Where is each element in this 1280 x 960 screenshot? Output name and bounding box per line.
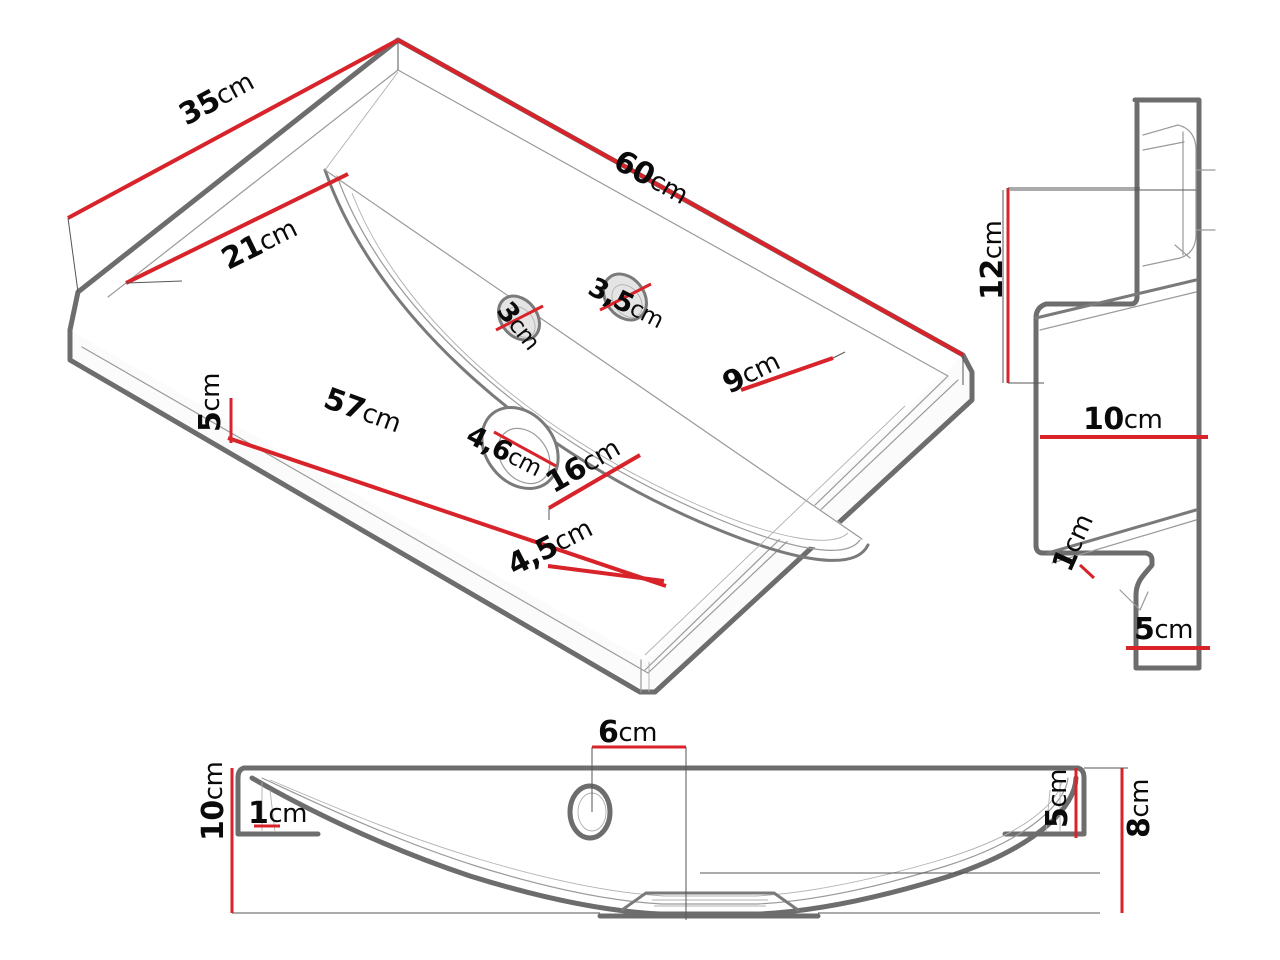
- front-right-rim-detail-2: [1045, 789, 1051, 833]
- dim-label-6cm: 6cm: [598, 715, 657, 750]
- dim-line-21cm: [125, 172, 349, 285]
- dim-line-1cm-side: [1078, 563, 1096, 580]
- dim-line-9cm: [740, 356, 834, 392]
- dim-line-45cm: [547, 564, 665, 583]
- dim-label-12cm: 12cm: [975, 221, 1010, 300]
- front-left-rim-block: [235, 765, 321, 837]
- side-lip-line-2: [1051, 519, 1197, 564]
- ext-line-35cm-a: [67, 217, 79, 293]
- dim-line-46cm: [493, 430, 557, 468]
- iso-basin-rim-inner: [336, 175, 861, 551]
- dim-line-60cm: [397, 38, 964, 357]
- side-lip-line: [1046, 508, 1198, 555]
- iso-slab-front-left-face: [70, 330, 645, 690]
- dim-label-5cm-side: 5cm: [1134, 612, 1193, 647]
- iso-slab-left-chamfer: [70, 290, 120, 352]
- dim-line-3cm: [495, 304, 544, 332]
- front-tap-hole: [567, 783, 613, 841]
- front-basin-curve-hair: [269, 779, 1063, 897]
- side-basin-slope-top-2: [1039, 291, 1197, 331]
- dim-label-1cm-side: 1cm: [1045, 509, 1101, 577]
- front-elevation-view: 6cm 10cm 1cm 5cm 8cm: [196, 715, 1157, 920]
- side-lip-chamfer: [1119, 589, 1149, 611]
- iso-slab-outline: [67, 37, 975, 695]
- dim-line-35cm-hole: [599, 282, 652, 312]
- iso-basin-rim-outer: [323, 168, 870, 562]
- ext-line-21cm: [125, 280, 183, 284]
- dim-label-10cm-front: 10cm: [196, 762, 231, 841]
- iso-basin-interior-line: [351, 192, 849, 541]
- side-body-outline: [1033, 97, 1202, 671]
- dim-label-10cm-side: 10cm: [1083, 402, 1162, 437]
- front-body-fill: [240, 768, 1080, 912]
- front-right-rim-block: [1002, 765, 1087, 837]
- dim-label-5cm-rim: 5cm: [193, 373, 228, 432]
- dim-label-8cm: 8cm: [1122, 779, 1157, 838]
- dim-label-1cm-front: 1cm: [248, 796, 307, 831]
- iso-rim-inner-line-2: [81, 346, 959, 674]
- iso-deck-line: [324, 71, 399, 171]
- dim-line-35cm: [67, 38, 399, 220]
- side-basin-slope-top: [1034, 278, 1198, 320]
- side-backsplash-inner-2: [1142, 141, 1185, 151]
- iso-basin-back-rim: [324, 169, 863, 540]
- iso-front-deck-line: [644, 405, 906, 656]
- front-pedestal: [620, 891, 800, 912]
- side-backsplash-chamfer: [1174, 244, 1191, 259]
- front-basin-curve-inner: [261, 777, 1069, 905]
- iso-drain-hole-46cm: [480, 405, 560, 491]
- ext-line-9cm: [832, 351, 846, 359]
- dim-line-16cm: [547, 453, 642, 510]
- side-section-view: 12cm 10cm 1cm 5cm: [975, 97, 1216, 671]
- isometric-view: 35cm 60cm 21cm 3cm 3,5cm 9cm 57cm 4,6cm …: [67, 37, 975, 695]
- dim-line-57cm: [227, 436, 667, 588]
- dim-label-5cm-front: 5cm: [1040, 769, 1075, 828]
